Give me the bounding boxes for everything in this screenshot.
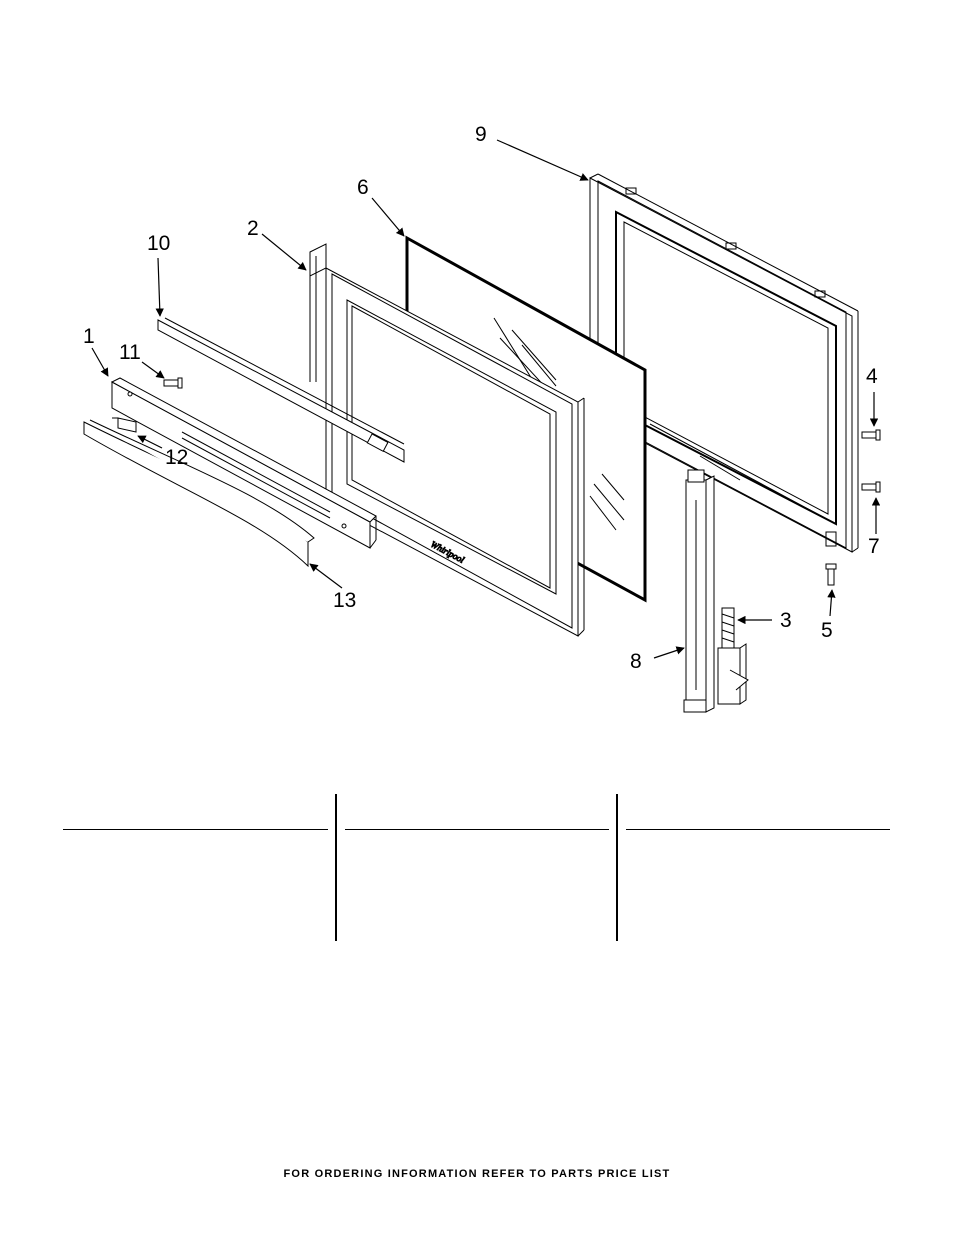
leader-6: [371, 197, 405, 237]
callout-10: 10: [147, 232, 170, 255]
table-divider-right: [616, 794, 618, 941]
hinge-bracket: [683, 469, 715, 713]
screw-4: [861, 429, 881, 441]
callout-11: 11: [119, 341, 141, 364]
hinge-spring: [717, 607, 749, 705]
leader-1: [91, 347, 109, 377]
door-handle: [83, 419, 315, 568]
handle-trim: [110, 377, 377, 549]
table-header-rule-3: [626, 829, 890, 830]
callout-6: 6: [357, 176, 369, 199]
leader-11: [141, 361, 165, 379]
callout-2: 2: [247, 217, 259, 240]
callout-4: 4: [866, 365, 878, 388]
leader-10: [155, 257, 164, 317]
screw-5: [825, 563, 837, 586]
callout-9: 9: [475, 123, 487, 146]
exploded-parts-diagram: Whirlpool: [83, 123, 881, 713]
ordering-info-footer: FOR ORDERING INFORMATION REFER TO PARTS …: [283, 1168, 671, 1180]
leader-8: [653, 646, 685, 659]
leader-2: [261, 233, 307, 271]
screw-7: [861, 481, 881, 493]
table-header-rule-1: [63, 829, 328, 830]
leader-12: [137, 435, 163, 449]
leader-9: [496, 139, 589, 181]
leader-5: [827, 589, 836, 617]
callout-3: 3: [780, 609, 792, 632]
callout-13: 13: [333, 589, 356, 612]
callout-7: 7: [868, 535, 880, 558]
door-liner-frame: [589, 173, 859, 553]
table-header-rule-2: [345, 829, 609, 830]
callout-1: 1: [83, 325, 95, 348]
leader-arrows: [91, 139, 881, 659]
vent-strip: [157, 317, 405, 463]
spacer-block: [112, 417, 137, 433]
leader-13: [309, 563, 343, 589]
callout-5: 5: [821, 619, 833, 642]
callout-12: 12: [165, 446, 188, 469]
callout-8: 8: [630, 650, 642, 673]
screw-11: [163, 377, 183, 389]
table-divider-left: [335, 794, 337, 941]
